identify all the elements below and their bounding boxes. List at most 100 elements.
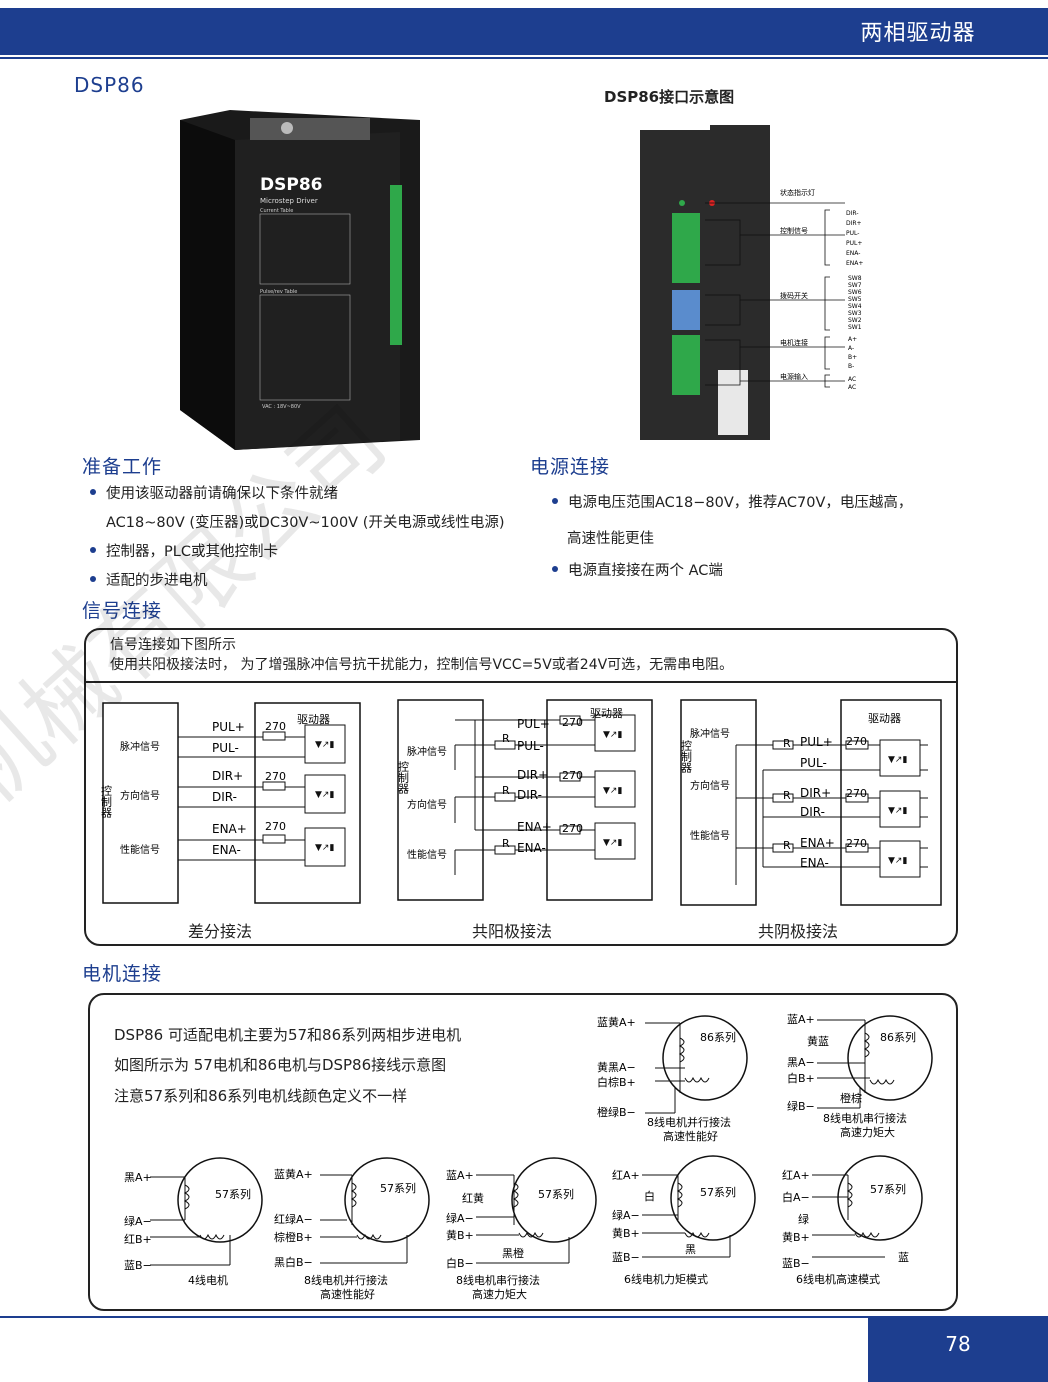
diag2-pin-pul-plus: PUL+ [517,717,550,731]
diag1-signal-direction: 方向信号 [120,789,160,802]
driver-product-image: DSP86 Microstep Driver Current Table Pul… [180,110,420,450]
bullet-dot [90,576,96,582]
signal-frame [84,628,958,946]
m57s-label-a-minus: 绿A− [446,1211,474,1225]
diag1-signal-pulse: 脉冲信号 [120,740,160,753]
m57s-label-b-minus: 白B− [446,1256,474,1270]
m86s-label-mid-b: 橙棕 [840,1091,862,1105]
product-brand: DSP86 [260,175,322,195]
svg-text:▼↗▮: ▼↗▮ [888,755,907,765]
m57p-label-b-minus: 黑白B− [274,1255,313,1269]
pin-pul-plus: PUL+ [846,240,862,247]
diag1-signal-enable: 性能信号 [120,843,160,856]
power-item-2: 电源直接接在两个 AC端 [552,559,723,580]
signal-divider [85,681,957,683]
m57-4w-label-b-minus: 蓝B− [124,1259,152,1272]
diag3-signal-pulse: 脉冲信号 [690,727,730,740]
diag3-resistor-3: 270 [846,837,867,850]
interface-diagram: 状态指示灯 控制信号 拨码开关 电机连接 电源输入 DIR- DIR+ PUL-… [640,125,863,440]
m57t-series: 57系列 [700,1185,736,1199]
m57h-caption: 6线电机高速模式 [796,1272,880,1286]
diag3-pin-pul-plus: PUL+ [800,735,833,749]
m86p-caption-2: 高速性能好 [663,1129,718,1143]
diag2-pin-dir-minus: DIR- [517,788,542,802]
m86s-caption-2: 高速力矩大 [840,1125,895,1139]
header-top-line [0,8,1048,12]
prep-continuation: AC18~80V (变压器)或DC30V~100V (开关电源或线性电源) [106,515,505,531]
m86s-caption-1: 8线电机串行接法 [823,1111,907,1125]
m86s-label-b-plus: 白B+ [787,1071,815,1085]
motor-57-6wire-torque: 57系列 红A+ 白 绿A− 黄B+ 黑 蓝B− 6线电机力矩模式 [612,1155,756,1286]
m86s-label-mid-a: 黄蓝 [807,1034,829,1048]
diag3-driver-label: 驱动器 [868,712,901,725]
signal-intro-2: 使用共阳极接法时， 为了增强脉冲信号抗干扰能力，控制信号VCC=5V或者24V可… [110,657,734,673]
m57h-label-blue: 蓝 [898,1251,909,1264]
signal-intro-1: 信号连接如下图所示 [110,637,236,653]
motor-title: 电机连接 [82,963,163,985]
diag1-resistor-3: 270 [265,820,286,833]
m57s-caption-2: 高速力矩大 [472,1287,527,1300]
diag1-resistor-1: 270 [265,720,286,733]
pin-b-plus: B+ [848,354,857,361]
prep-title: 准备工作 [82,456,163,478]
m57p-label-a-minus: 红绿A− [274,1212,313,1226]
svg-text:▼↗▮: ▼↗▮ [888,856,907,866]
m57t-label-b-minus: 蓝B− [612,1251,640,1264]
diag3-signal-enable: 性能信号 [690,829,730,842]
header-title: 两相驱动器 [788,12,1048,55]
pin-ac-2: AC [848,384,856,391]
diag2-pin-ena-minus: ENA- [517,841,546,855]
pin-sw8: SW8 [848,275,862,282]
interface-group-led: 状态指示灯 [780,188,815,197]
diag2-pin-dir-plus: DIR+ [517,768,548,782]
m57t-label-a-plus: 红A+ [612,1169,640,1182]
footer-line [0,1316,868,1318]
diag2-resistor-2: 270 [562,769,583,782]
m57t-label-b-plus: 黄B+ [612,1226,640,1240]
m57h-series: 57系列 [870,1182,906,1196]
m57p-caption-1: 8线电机并行接法 [304,1273,388,1287]
pin-dir-plus: DIR+ [846,220,862,227]
diag3-pin-dir-minus: DIR- [800,805,825,819]
pin-a-plus: A+ [848,336,857,343]
diag2-resistor-3: 270 [562,822,583,835]
diag1-pin-ena-plus: ENA+ [212,822,247,836]
diag1-caption: 差分接法 [188,922,253,941]
m57s-label-mid-b: 黑橙 [502,1246,524,1260]
motor-text-2: 如图所示为 57电机和86电机与DSP86接线示意图 [114,1056,447,1074]
diag1-resistor-2: 270 [265,770,286,783]
motor-text-1: DSP86 可适配电机主要为57和86系列两相步进电机 [114,1026,462,1044]
pin-ena-plus: ENA+ [846,260,863,267]
m57-4w-label-a-minus: 绿A− [124,1214,152,1228]
diag2-signal-enable: 性能信号 [407,848,447,861]
diag2-signal-pulse: 脉冲信号 [407,745,447,758]
m57p-series: 57系列 [380,1181,416,1195]
m57s-label-a-plus: 蓝A+ [446,1169,474,1182]
m57-4w-series: 57系列 [215,1187,251,1201]
diag1-controller: 控制器 [100,784,113,819]
m86p-caption-1: 8线电机并行接法 [647,1115,731,1129]
diag2-controller: 控制器 [397,760,410,795]
m57s-caption-1: 8线电机串行接法 [456,1273,540,1287]
pin-sw3: SW3 [848,310,862,317]
pin-dir-minus: DIR- [846,210,858,217]
product-label-pulse: Pulse/rev Table [260,289,297,295]
m57p-caption-2: 高速性能好 [320,1287,375,1300]
diag2-resistor-1: 270 [562,716,583,729]
m86s-label-a-minus: 黑A− [787,1056,815,1069]
diag2-r-3: R [502,837,510,850]
diag3-r-2: R [783,789,791,802]
diag3-caption: 共阴极接法 [758,922,839,941]
svg-text:▼↗▮: ▼↗▮ [603,730,622,740]
prep-item-1: 使用该驱动器前请确保以下条件就绪 [90,482,338,503]
m86p-series: 86系列 [700,1030,736,1044]
m57p-label-b-plus: 棕橙B+ [274,1230,313,1244]
diagram-differential: ▼↗▮▼↗▮▼↗▮ 驱动器 270 270 270 PUL+ PUL- DIR+… [100,702,361,904]
interface-group-switch: 拨码开关 [780,291,808,300]
power-item-1-text: 电源电压范围AC18−80V，推荐AC70V，电压越高， [568,495,913,511]
m57s-label-b-plus: 黄B+ [446,1228,474,1242]
product-label-vac: VAC : 18V~80V [262,404,301,410]
m57-4w-caption: 4线电机 [188,1273,228,1287]
m86s-series: 86系列 [880,1030,916,1044]
m86s-label-b-minus: 绿B− [787,1099,815,1113]
